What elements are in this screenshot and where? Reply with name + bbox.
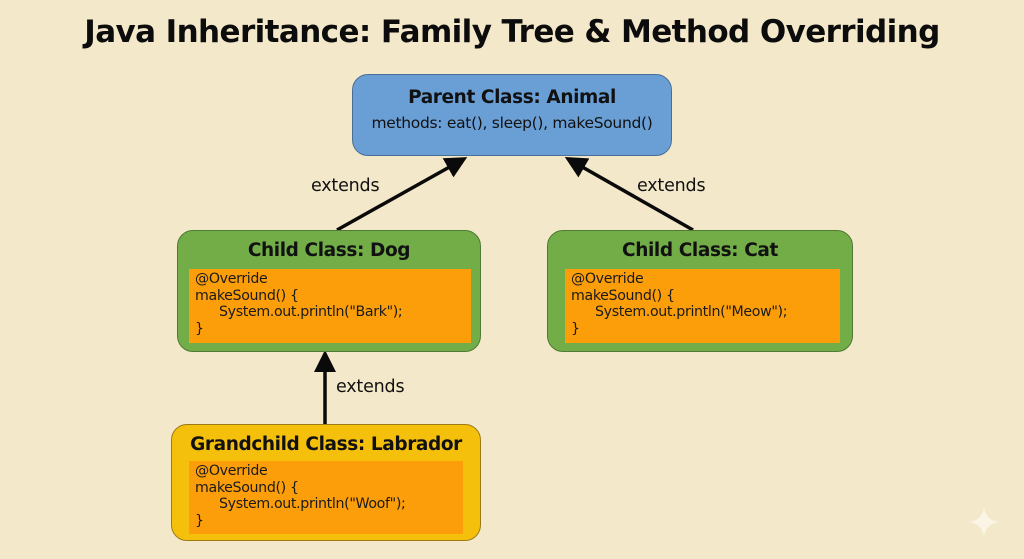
code-line: makeSound() { bbox=[195, 479, 299, 496]
sparkle-icon bbox=[968, 506, 1000, 538]
node-heading: Grandchild Class: Labrador bbox=[190, 434, 462, 455]
code-line: } bbox=[571, 320, 580, 337]
node-heading: Child Class: Cat bbox=[622, 240, 778, 261]
code-line: } bbox=[195, 320, 204, 337]
code-line: System.out.println("Meow"); bbox=[595, 304, 788, 320]
edge-label-cat-extends: extends bbox=[637, 176, 706, 196]
code-line: System.out.println("Woof"); bbox=[219, 496, 406, 512]
edge-label-dog-extends: extends bbox=[311, 176, 380, 196]
code-line: makeSound() { bbox=[571, 287, 675, 304]
code-line: @Override bbox=[571, 271, 644, 287]
node-methods: methods: eat(), sleep(), makeSound() bbox=[371, 114, 653, 132]
edge-label-labrador-extends: extends bbox=[336, 377, 405, 397]
code-line: @Override bbox=[195, 463, 268, 479]
node-parent-animal: Parent Class: Animal methods: eat(), sle… bbox=[352, 74, 672, 156]
diagram-title: Java Inheritance: Family Tree & Method O… bbox=[84, 14, 940, 50]
code-line: System.out.println("Bark"); bbox=[219, 304, 403, 320]
code-line: @Override bbox=[195, 271, 268, 287]
node-heading: Parent Class: Animal bbox=[408, 87, 616, 108]
code-line: } bbox=[195, 512, 204, 529]
node-heading: Child Class: Dog bbox=[247, 240, 411, 261]
code-line: makeSound() { bbox=[195, 287, 299, 304]
